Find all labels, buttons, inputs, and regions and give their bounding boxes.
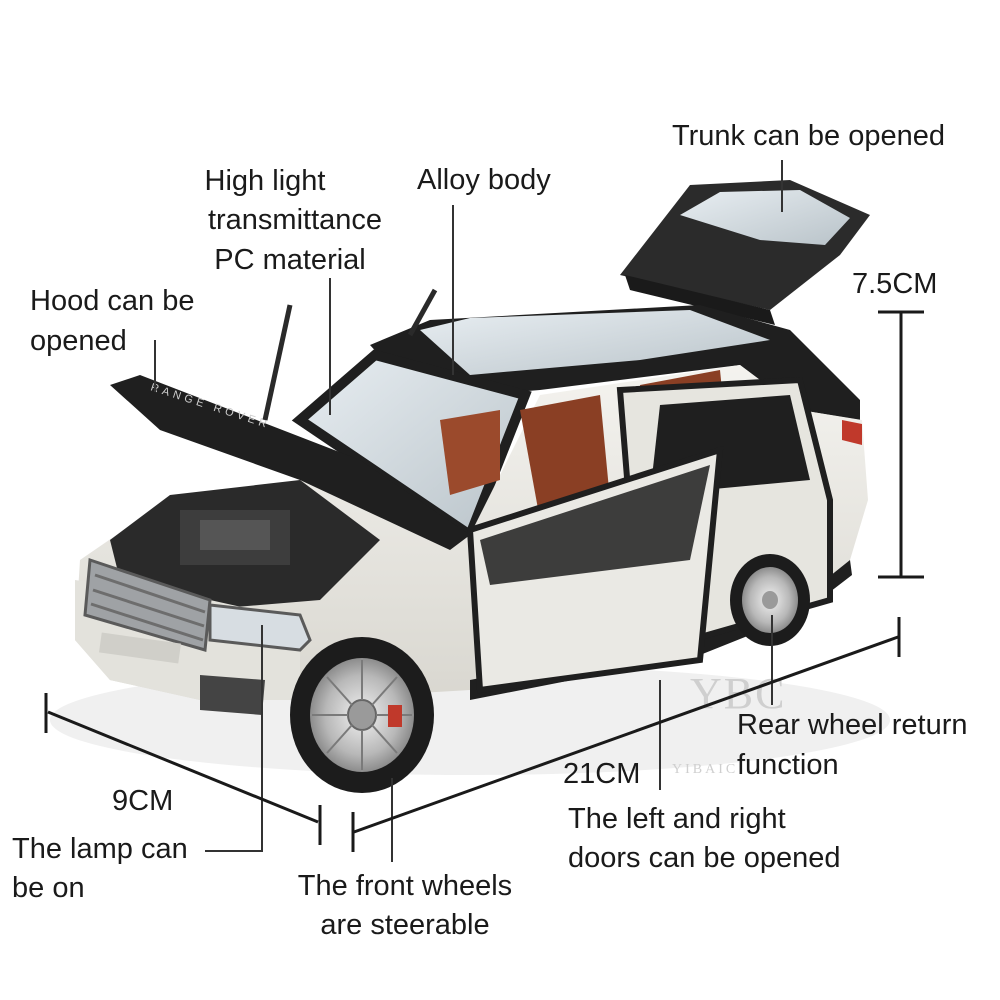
front-wheel: [290, 637, 434, 793]
headlight: [208, 603, 312, 652]
length-dimension-line: [353, 635, 899, 834]
length-label: 21CM: [563, 758, 641, 790]
roof: [291, 305, 860, 543]
width-label: 9CM: [112, 785, 174, 817]
front-wheels-label-line2: are steerable: [320, 909, 490, 941]
watermark-text: YIBAIC: [672, 762, 739, 777]
trunk-label: Trunk can be opened: [672, 120, 946, 152]
lamp-label-line1: The lamp can: [12, 833, 188, 865]
tail-light: [842, 420, 862, 445]
height-label: 7.5CM: [852, 268, 938, 300]
engine-bay: [110, 480, 380, 610]
front-end: [75, 557, 312, 715]
front-wheels-label-line1: The front wheels: [297, 870, 513, 902]
trunk-lid: [620, 180, 870, 325]
light-label-line1: High light: [204, 165, 326, 197]
light-label-line2: transmittance: [207, 204, 383, 236]
hood-label-line1: Hood can be: [30, 285, 195, 317]
front-grille: [83, 557, 212, 652]
lamp-label-line2: be on: [12, 872, 85, 904]
rear-wheel-label-line2: function: [737, 749, 839, 781]
alloy-body-label: Alloy body: [417, 164, 551, 196]
doors-label-line2: doors can be opened: [568, 842, 841, 874]
rear-wheel-label-line1: Rear wheel return: [737, 709, 968, 741]
doors-label-line1: The left and right: [568, 803, 786, 835]
rear-wheel: [730, 554, 810, 646]
hood-label-line2: opened: [30, 325, 127, 357]
lamp-leader: [205, 625, 263, 852]
width-dimension-line: [47, 710, 319, 824]
light-label-line3: PC material: [214, 244, 366, 276]
